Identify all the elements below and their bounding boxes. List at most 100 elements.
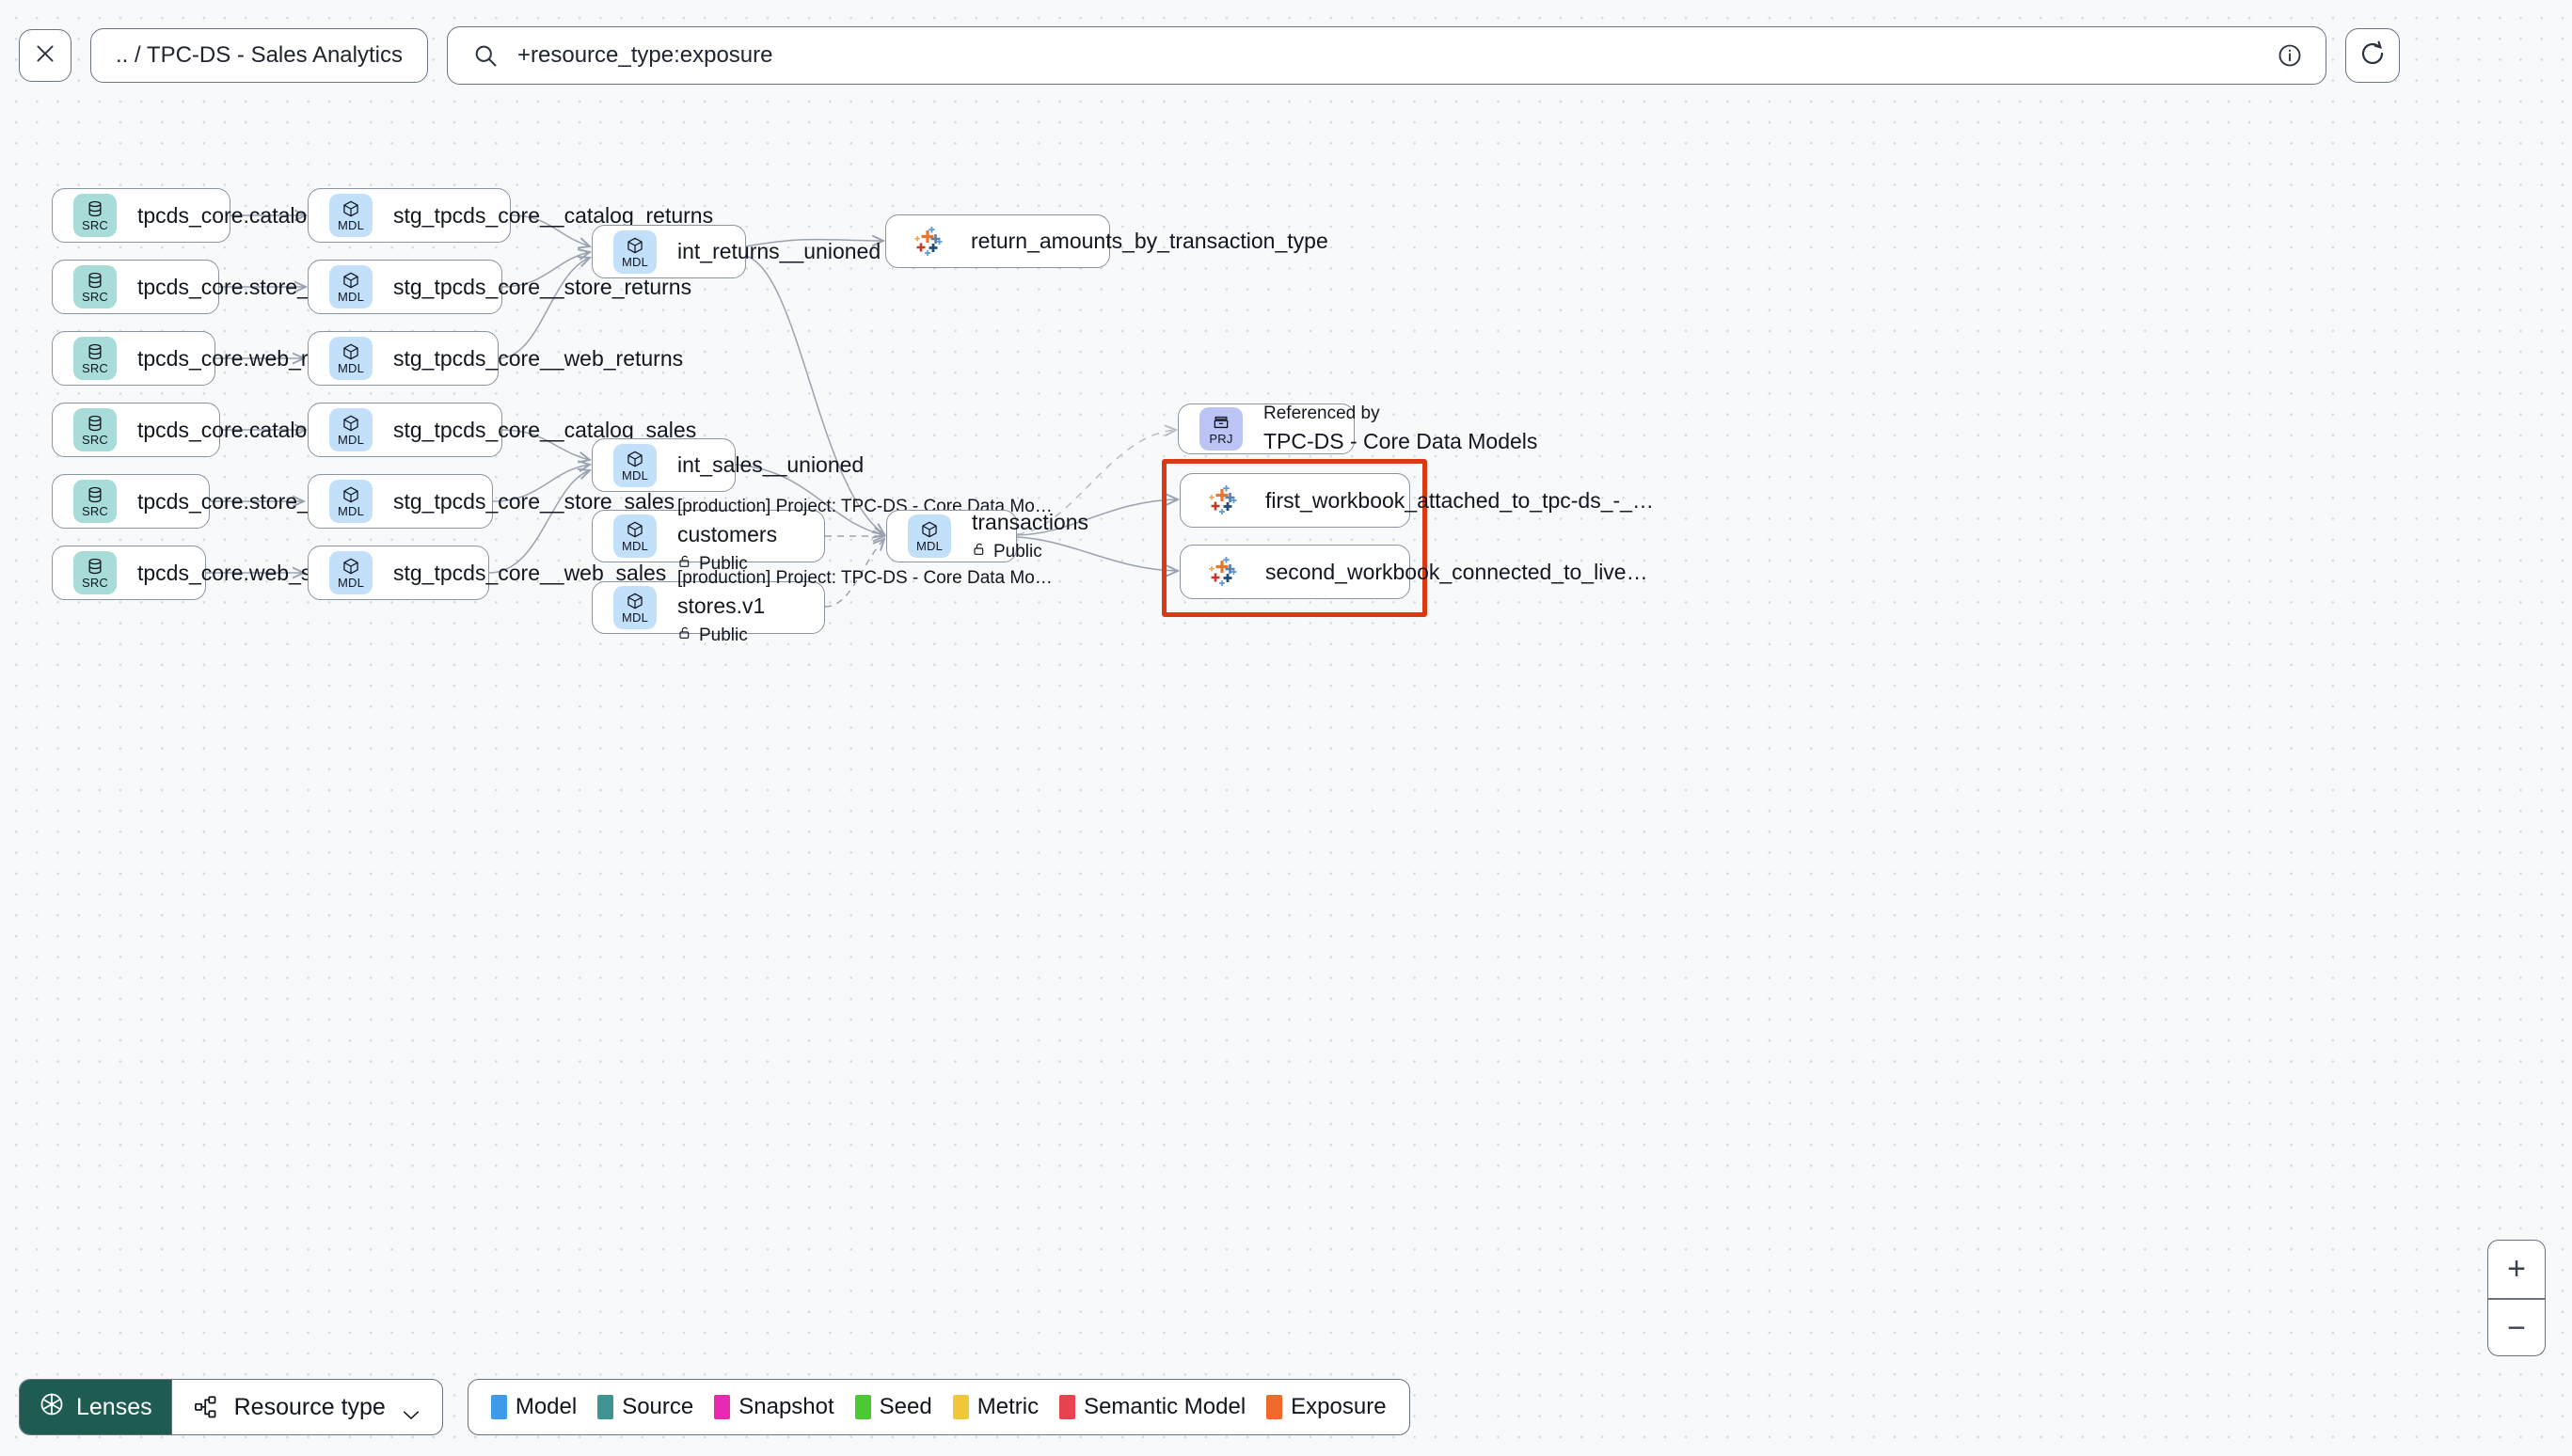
node-title: stg_tpcds_core__catalog_returns <box>393 202 714 228</box>
model-badge: MDL <box>613 586 657 629</box>
node-subtitle: [production] Project: TPC-DS - Core Data… <box>677 568 1053 588</box>
legend-label: Source <box>622 1394 694 1419</box>
zoom-in-button[interactable]: + <box>2507 1251 2526 1287</box>
node-stg-store-sales[interactable]: MDL stg_tpcds_core__store_sales <box>308 474 675 529</box>
node-subtitle: Referenced by <box>1263 404 1380 423</box>
legend-item-metric: Metric <box>952 1394 1040 1420</box>
node-title: stg_tpcds_core__store_returns <box>393 274 692 299</box>
node-src-web-sales[interactable]: SRC tpcds_core.web_sales <box>52 546 352 600</box>
badge-label: MDL <box>915 539 944 553</box>
resource-type-label: Resource type <box>233 1393 386 1420</box>
legend-swatch <box>1059 1395 1076 1419</box>
node-title: first_workbook_attached_to_tpc-ds_-_… <box>1265 487 1654 513</box>
zoom-controls[interactable]: + − <box>2487 1240 2546 1356</box>
unlock-icon <box>677 553 692 576</box>
legend-label: Seed <box>879 1394 932 1419</box>
node-transactions[interactable]: MDL transactions Public <box>886 509 1089 562</box>
node-src-store-returns[interactable]: SRC tpcds_core.store_returns <box>52 260 377 314</box>
node-subtitle: [production] Project: TPC-DS - Core Data… <box>677 497 1053 516</box>
search-bar[interactable] <box>446 26 2326 85</box>
legend-swatch <box>854 1395 871 1419</box>
badge-label: SRC <box>81 576 109 590</box>
breadcrumb[interactable]: .. / TPC-DS - Sales Analytics <box>90 28 428 83</box>
source-badge: SRC <box>73 265 117 309</box>
model-badge: MDL <box>329 551 373 594</box>
node-title: tpcds_core.catalog_returns <box>137 202 399 228</box>
node-referenced-by-project[interactable]: PRJ Referenced by TPC-DS - Core Data Mod… <box>1178 404 1538 454</box>
badge-label: MDL <box>621 254 649 269</box>
node-first-workbook[interactable]: first_workbook_attached_to_tpc-ds_-_… <box>1180 473 1654 528</box>
node-title: transactions <box>972 509 1089 534</box>
legend-label: Model <box>515 1394 578 1419</box>
node-return-amounts-by-transaction-type[interactable]: return_amounts_by_transaction_type <box>885 214 1328 268</box>
refresh-icon <box>2358 40 2387 72</box>
node-title: tpcds_core.store_sales <box>137 488 360 514</box>
node-title: int_sales__unioned <box>677 452 865 477</box>
lenses-label: Lenses <box>76 1393 152 1420</box>
node-title: tpcds_core.store_returns <box>137 274 377 299</box>
visibility-label: Public <box>699 554 748 574</box>
node-src-web-returns[interactable]: SRC tpcds_core.web_returns <box>52 331 368 386</box>
legend-swatch <box>490 1395 507 1419</box>
node-stg-catalog-returns[interactable]: MDL stg_tpcds_core__catalog_returns <box>308 188 714 243</box>
badge-label: SRC <box>81 361 109 375</box>
legend-item-source: Source <box>597 1394 693 1420</box>
node-src-store-sales[interactable]: SRC tpcds_core.store_sales <box>52 474 360 529</box>
badge-label: SRC <box>81 290 109 304</box>
badge-label: MDL <box>337 504 365 518</box>
bottom-toolbar: Lenses Resource type <box>19 1379 1410 1435</box>
node-title: second_workbook_connected_to_live… <box>1265 559 1648 584</box>
badge-label: MDL <box>337 361 365 375</box>
node-title: TPC-DS - Core Data Models <box>1263 429 1538 453</box>
node-stg-web-sales[interactable]: MDL stg_tpcds_core__web_sales <box>308 546 667 600</box>
badge-label: MDL <box>337 218 365 232</box>
project-badge: PRJ <box>1199 407 1243 451</box>
chevron-down-icon <box>401 1401 421 1420</box>
source-badge: SRC <box>73 337 117 380</box>
node-title: stg_tpcds_core__web_sales <box>393 560 667 585</box>
node-title: stores.v1 <box>677 593 766 618</box>
refresh-button[interactable] <box>2344 28 2400 83</box>
model-badge: MDL <box>329 265 373 309</box>
unlock-icon <box>677 625 692 647</box>
legend-item-semantic-model: Semantic Model <box>1059 1394 1246 1420</box>
info-icon[interactable] <box>2277 42 2303 69</box>
resource-type-dropdown[interactable]: Resource type <box>170 1380 442 1434</box>
node-customers[interactable]: MDL [production] Project: TPC-DS - Core … <box>592 497 1053 574</box>
node-int-sales-unioned[interactable]: MDL int_sales__unioned <box>592 438 865 492</box>
zoom-out-button[interactable]: − <box>2507 1309 2526 1346</box>
node-stg-store-returns[interactable]: MDL stg_tpcds_core__store_returns <box>308 260 692 314</box>
resource-type-legend: Model Source Snapshot Seed Metric Semant… <box>467 1379 1410 1435</box>
legend-swatch <box>952 1395 969 1419</box>
badge-label: MDL <box>337 290 365 304</box>
close-button[interactable] <box>19 29 71 82</box>
tableau-exposure-icon <box>907 220 950 263</box>
model-badge: MDL <box>329 194 373 237</box>
badge-label: MDL <box>621 539 649 553</box>
search-icon <box>472 42 499 69</box>
node-second-workbook[interactable]: second_workbook_connected_to_live… <box>1180 545 1648 599</box>
node-stg-catalog-sales[interactable]: MDL stg_tpcds_core__catalog_sales <box>308 403 696 457</box>
close-icon <box>33 41 57 71</box>
legend-swatch <box>1266 1395 1283 1419</box>
node-stg-web-returns[interactable]: MDL stg_tpcds_core__web_returns <box>308 331 683 386</box>
node-title: tpcds_core.catalog_sales <box>137 417 382 442</box>
source-badge: SRC <box>73 551 117 594</box>
model-badge: MDL <box>329 337 373 380</box>
node-int-returns-unioned[interactable]: MDL int_returns__unioned <box>592 225 881 278</box>
zoom-divider <box>2488 1298 2545 1300</box>
search-input[interactable] <box>516 42 2258 69</box>
node-title: tpcds_core.web_sales <box>137 560 352 585</box>
node-title: return_amounts_by_transaction_type <box>971 229 1328 253</box>
lenses-button[interactable]: Lenses <box>20 1380 171 1434</box>
legend-label: Metric <box>976 1394 1040 1419</box>
node-src-catalog-sales[interactable]: SRC tpcds_core.catalog_sales <box>52 403 382 457</box>
badge-label: SRC <box>81 504 109 518</box>
model-badge: MDL <box>613 514 657 558</box>
node-stores-v1[interactable]: MDL [production] Project: TPC-DS - Core … <box>592 568 1053 645</box>
node-src-catalog-returns[interactable]: SRC tpcds_core.catalog_returns <box>52 188 399 243</box>
node-title: int_returns__unioned <box>677 239 881 263</box>
badge-label: SRC <box>81 433 109 447</box>
legend-label: Semantic Model <box>1084 1394 1246 1419</box>
